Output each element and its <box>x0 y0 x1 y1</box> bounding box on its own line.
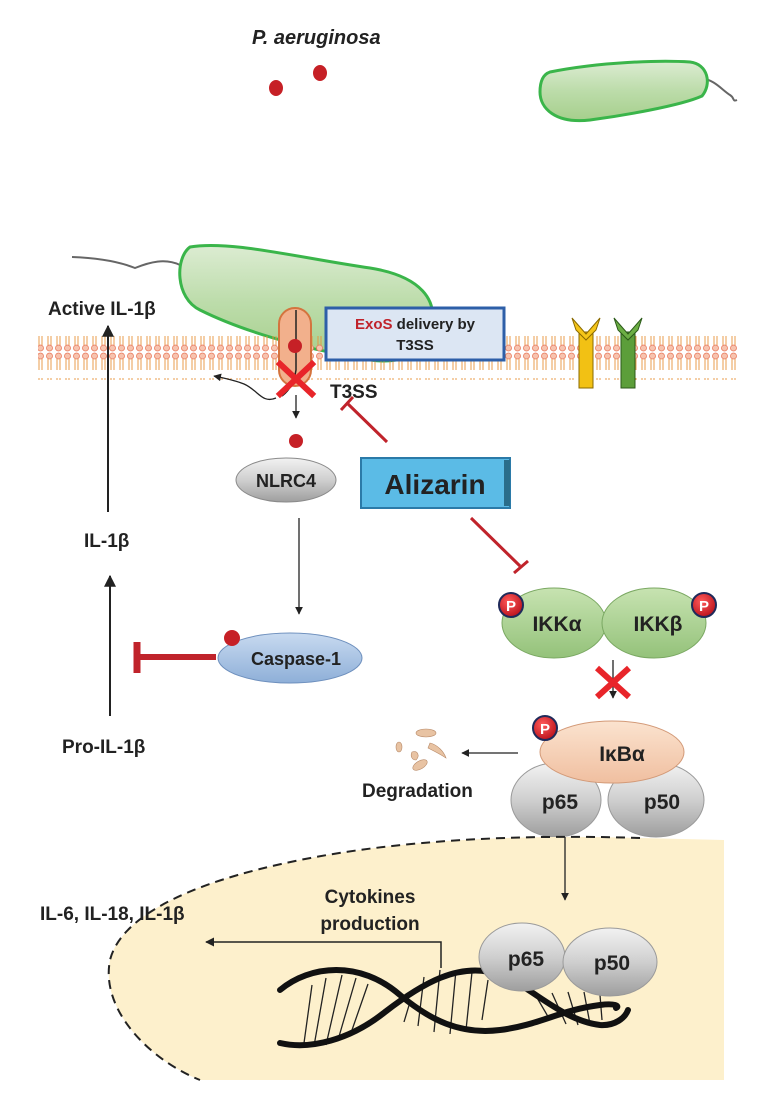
nucleus <box>108 836 725 1080</box>
t3ss-label: T3SS <box>330 382 378 403</box>
p65-label: p65 <box>542 791 579 814</box>
nfkb-ikba-complex: p65 p50 IκBα P <box>510 715 705 838</box>
cytokine-release-arrow <box>205 937 442 968</box>
nlrc4-node: NLRC4 <box>235 457 337 503</box>
exos-dot <box>289 434 303 448</box>
bacterium-icon <box>538 59 738 123</box>
nlrc4-label: NLRC4 <box>256 471 316 491</box>
ikkb-label: IKKβ <box>634 613 683 636</box>
ikka-label: IKKα <box>532 613 581 636</box>
secretion-arrow <box>213 373 277 401</box>
phosphate-icon: P <box>532 715 558 741</box>
exos-delivery-box <box>324 306 506 362</box>
receptor-icon <box>613 317 643 389</box>
block-x-icon <box>594 665 632 700</box>
cytokines-label-line2: production <box>320 914 419 935</box>
exos-dot <box>269 80 283 96</box>
ikba-node <box>539 720 685 784</box>
pro-il1b-label: Pro-IL-1β <box>62 737 145 758</box>
phosphate-icon: P <box>498 592 524 618</box>
degradation-label: Degradation <box>362 781 473 802</box>
nfkb-dna-complex: p65 p50 <box>478 922 658 997</box>
svg-text:P: P <box>540 721 550 738</box>
ikk-complex: IKKα IKKβ P P <box>498 587 717 659</box>
ikba-label: IκBα <box>599 743 645 766</box>
nuclear-envelope <box>107 835 641 1081</box>
svg-text:P: P <box>506 598 516 615</box>
exos-box-t3ss-label: T3SS <box>396 337 434 354</box>
inhibition-arrow-il1b <box>133 642 216 673</box>
active-il1b-label: Active IL-1β <box>48 299 156 320</box>
caspase1-label: Caspase-1 <box>251 649 341 669</box>
alizarin-node: Alizarin <box>360 457 511 509</box>
species-title: P. aeruginosa <box>252 27 381 49</box>
block-x-icon <box>275 359 317 399</box>
exos-delivery-label: ExoS delivery by <box>355 316 476 333</box>
exos-dot <box>313 65 327 81</box>
il1b-label: IL-1β <box>84 531 129 552</box>
exos-label: ExoS <box>355 316 393 333</box>
receptor-icon <box>571 317 601 389</box>
inhibition-arrow-t3ss <box>339 395 389 444</box>
inhibition-arrow-ikk <box>469 516 529 575</box>
alizarin-label: Alizarin <box>384 469 485 500</box>
nuclear-p50-node <box>562 927 658 997</box>
ikkb-node <box>601 587 707 659</box>
delivery-by-label: delivery by <box>392 316 475 333</box>
cytokine-list-label: IL-6, IL-18, IL-1β <box>40 904 185 925</box>
phosphate-icon: P <box>691 592 717 618</box>
nuclear-p50-label: p50 <box>594 952 630 975</box>
svg-text:P: P <box>699 598 709 615</box>
p50-label: p50 <box>644 791 680 814</box>
degradation-fragments-icon <box>395 728 447 771</box>
caspase1-node: Caspase-1 <box>217 630 363 684</box>
cytokines-label-line1: Cytokines <box>325 887 416 908</box>
nuclear-p65-label: p65 <box>508 948 545 971</box>
